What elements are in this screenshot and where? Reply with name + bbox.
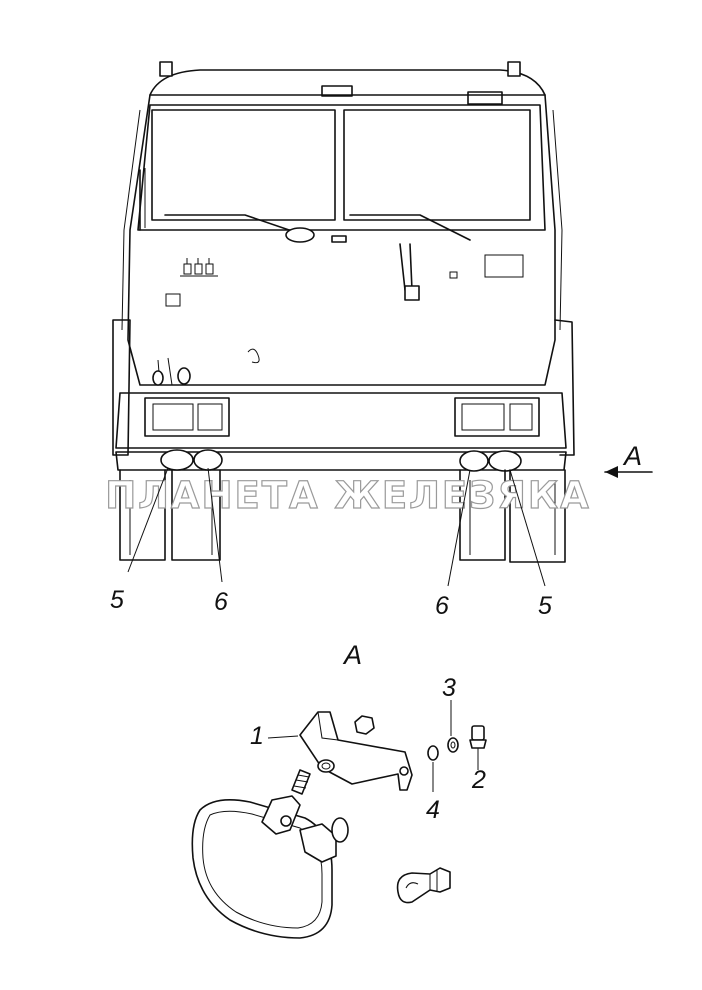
view-a-arrow: A xyxy=(604,441,653,478)
view-arrow-label: A xyxy=(622,441,642,471)
watermark: ПЛАНЕТА ЖЕЛЕЗЯКА xyxy=(105,474,591,517)
wiper-left xyxy=(164,214,296,233)
front-leader-lines xyxy=(127,467,546,587)
spare-bulb xyxy=(396,867,451,904)
bulb-socket xyxy=(299,823,337,863)
callout-3: 3 xyxy=(442,674,456,702)
roof-lamp-center xyxy=(321,85,353,97)
cab-outline xyxy=(127,94,556,386)
cable-bundle xyxy=(399,243,413,291)
lamp-6-right xyxy=(459,450,489,472)
callout-5-left: 5 xyxy=(110,586,124,614)
panel-connectors xyxy=(180,258,218,277)
callout-4: 4 xyxy=(426,796,440,824)
wiper-right xyxy=(349,214,471,241)
wheel-left-outer xyxy=(119,469,166,561)
bracket-nut xyxy=(354,715,375,735)
bolt xyxy=(469,725,487,770)
windshield-frame xyxy=(137,104,546,231)
callout-5-right: 5 xyxy=(538,592,552,620)
small-nut xyxy=(427,745,439,761)
truck-front-view xyxy=(112,61,575,563)
callout-2: 2 xyxy=(471,766,486,794)
lamp-5-right xyxy=(488,450,522,472)
lamp-6-left xyxy=(193,449,223,471)
wheel-right-inner xyxy=(459,469,506,561)
callout-1: 1 xyxy=(250,722,264,750)
roof-marker-left xyxy=(159,61,173,77)
callout-6-right: 6 xyxy=(435,592,449,620)
panel-box-right xyxy=(484,254,524,278)
wiper-motor xyxy=(285,227,315,243)
washer xyxy=(447,737,459,753)
detail-view-title: A xyxy=(342,640,362,670)
wheel-left-inner xyxy=(171,469,221,561)
callout-6-left: 6 xyxy=(214,588,228,616)
windshield-left xyxy=(151,109,336,221)
roof-marker-right xyxy=(507,61,521,77)
lamp-5-left xyxy=(160,449,194,471)
bumper xyxy=(115,392,567,449)
lamp-assembly-detail xyxy=(191,700,487,939)
roof-lamp-right xyxy=(467,91,503,105)
windshield-right xyxy=(343,109,531,221)
